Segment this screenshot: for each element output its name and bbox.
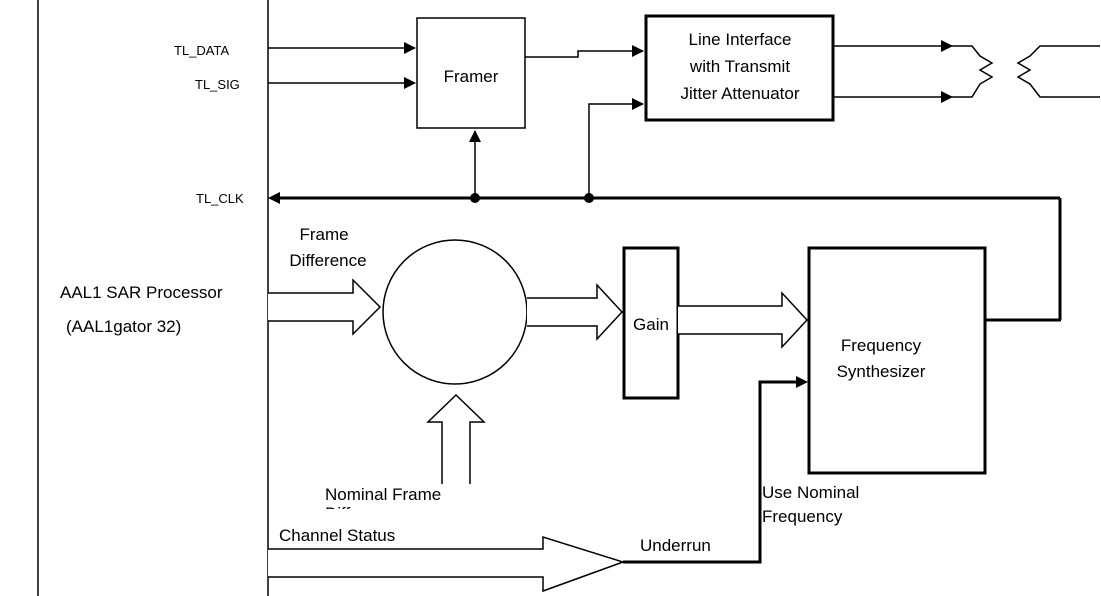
difference-to-gain-arrow [527,283,624,341]
frequency-synthesizer-label-1: Frequency [841,336,922,355]
gain-label: Gain [633,315,669,334]
underrun-arrowhead [796,376,808,388]
sar-processor-sublabel: (AAL1gator 32) [66,317,181,336]
frame-difference-label-2: Difference [289,251,366,270]
nominal-frame-arrow [426,393,486,484]
framer-label: Framer [444,67,499,86]
gain-to-synthesizer-arrow [678,291,809,349]
framer-clock-junction [470,193,480,203]
framer-to-line-interface-arrow [525,45,644,58]
line-interface-block [644,14,835,122]
line-interface-label-3: Jitter Attenuator [680,84,799,103]
nominal-frame-label-1: Nominal Frame [325,485,441,504]
nominal-frame-label-2: Diff [325,504,350,523]
use-nominal-label-1: Use Nominal [762,483,859,502]
tl-clk-label: TL_CLK [196,191,244,206]
use-nominal-label-2: Frequency [762,507,843,526]
line-interface-label-1: Line Interface [688,30,791,49]
sar-processor-label: AAL1 SAR Processor [60,283,223,302]
frame-difference-label-1: Frame [299,225,348,244]
line-interface-clock-junction [584,193,594,203]
underrun-to-synthesizer-line [623,380,805,564]
frequency-synthesizer-block [807,246,987,475]
frame-difference-arrow [268,278,382,336]
summing-node [382,239,528,385]
clock-to-line-interface-arrow [588,98,644,198]
line-interface-label-2: with Transmit [689,57,790,76]
line-output [833,40,994,103]
channel-status-arrow [268,535,626,593]
tl-clk-bus [268,192,1062,322]
tl-sig-label: TL_SIG [195,77,240,92]
tl-data-label: TL_DATA [174,43,229,58]
transformer-coil-icon [1016,45,1100,98]
underrun-label: Underrun [640,536,711,555]
frequency-synthesizer-label-2: Synthesizer [837,362,926,381]
framer-block [416,17,526,129]
channel-status-label: Channel Status [279,526,395,545]
